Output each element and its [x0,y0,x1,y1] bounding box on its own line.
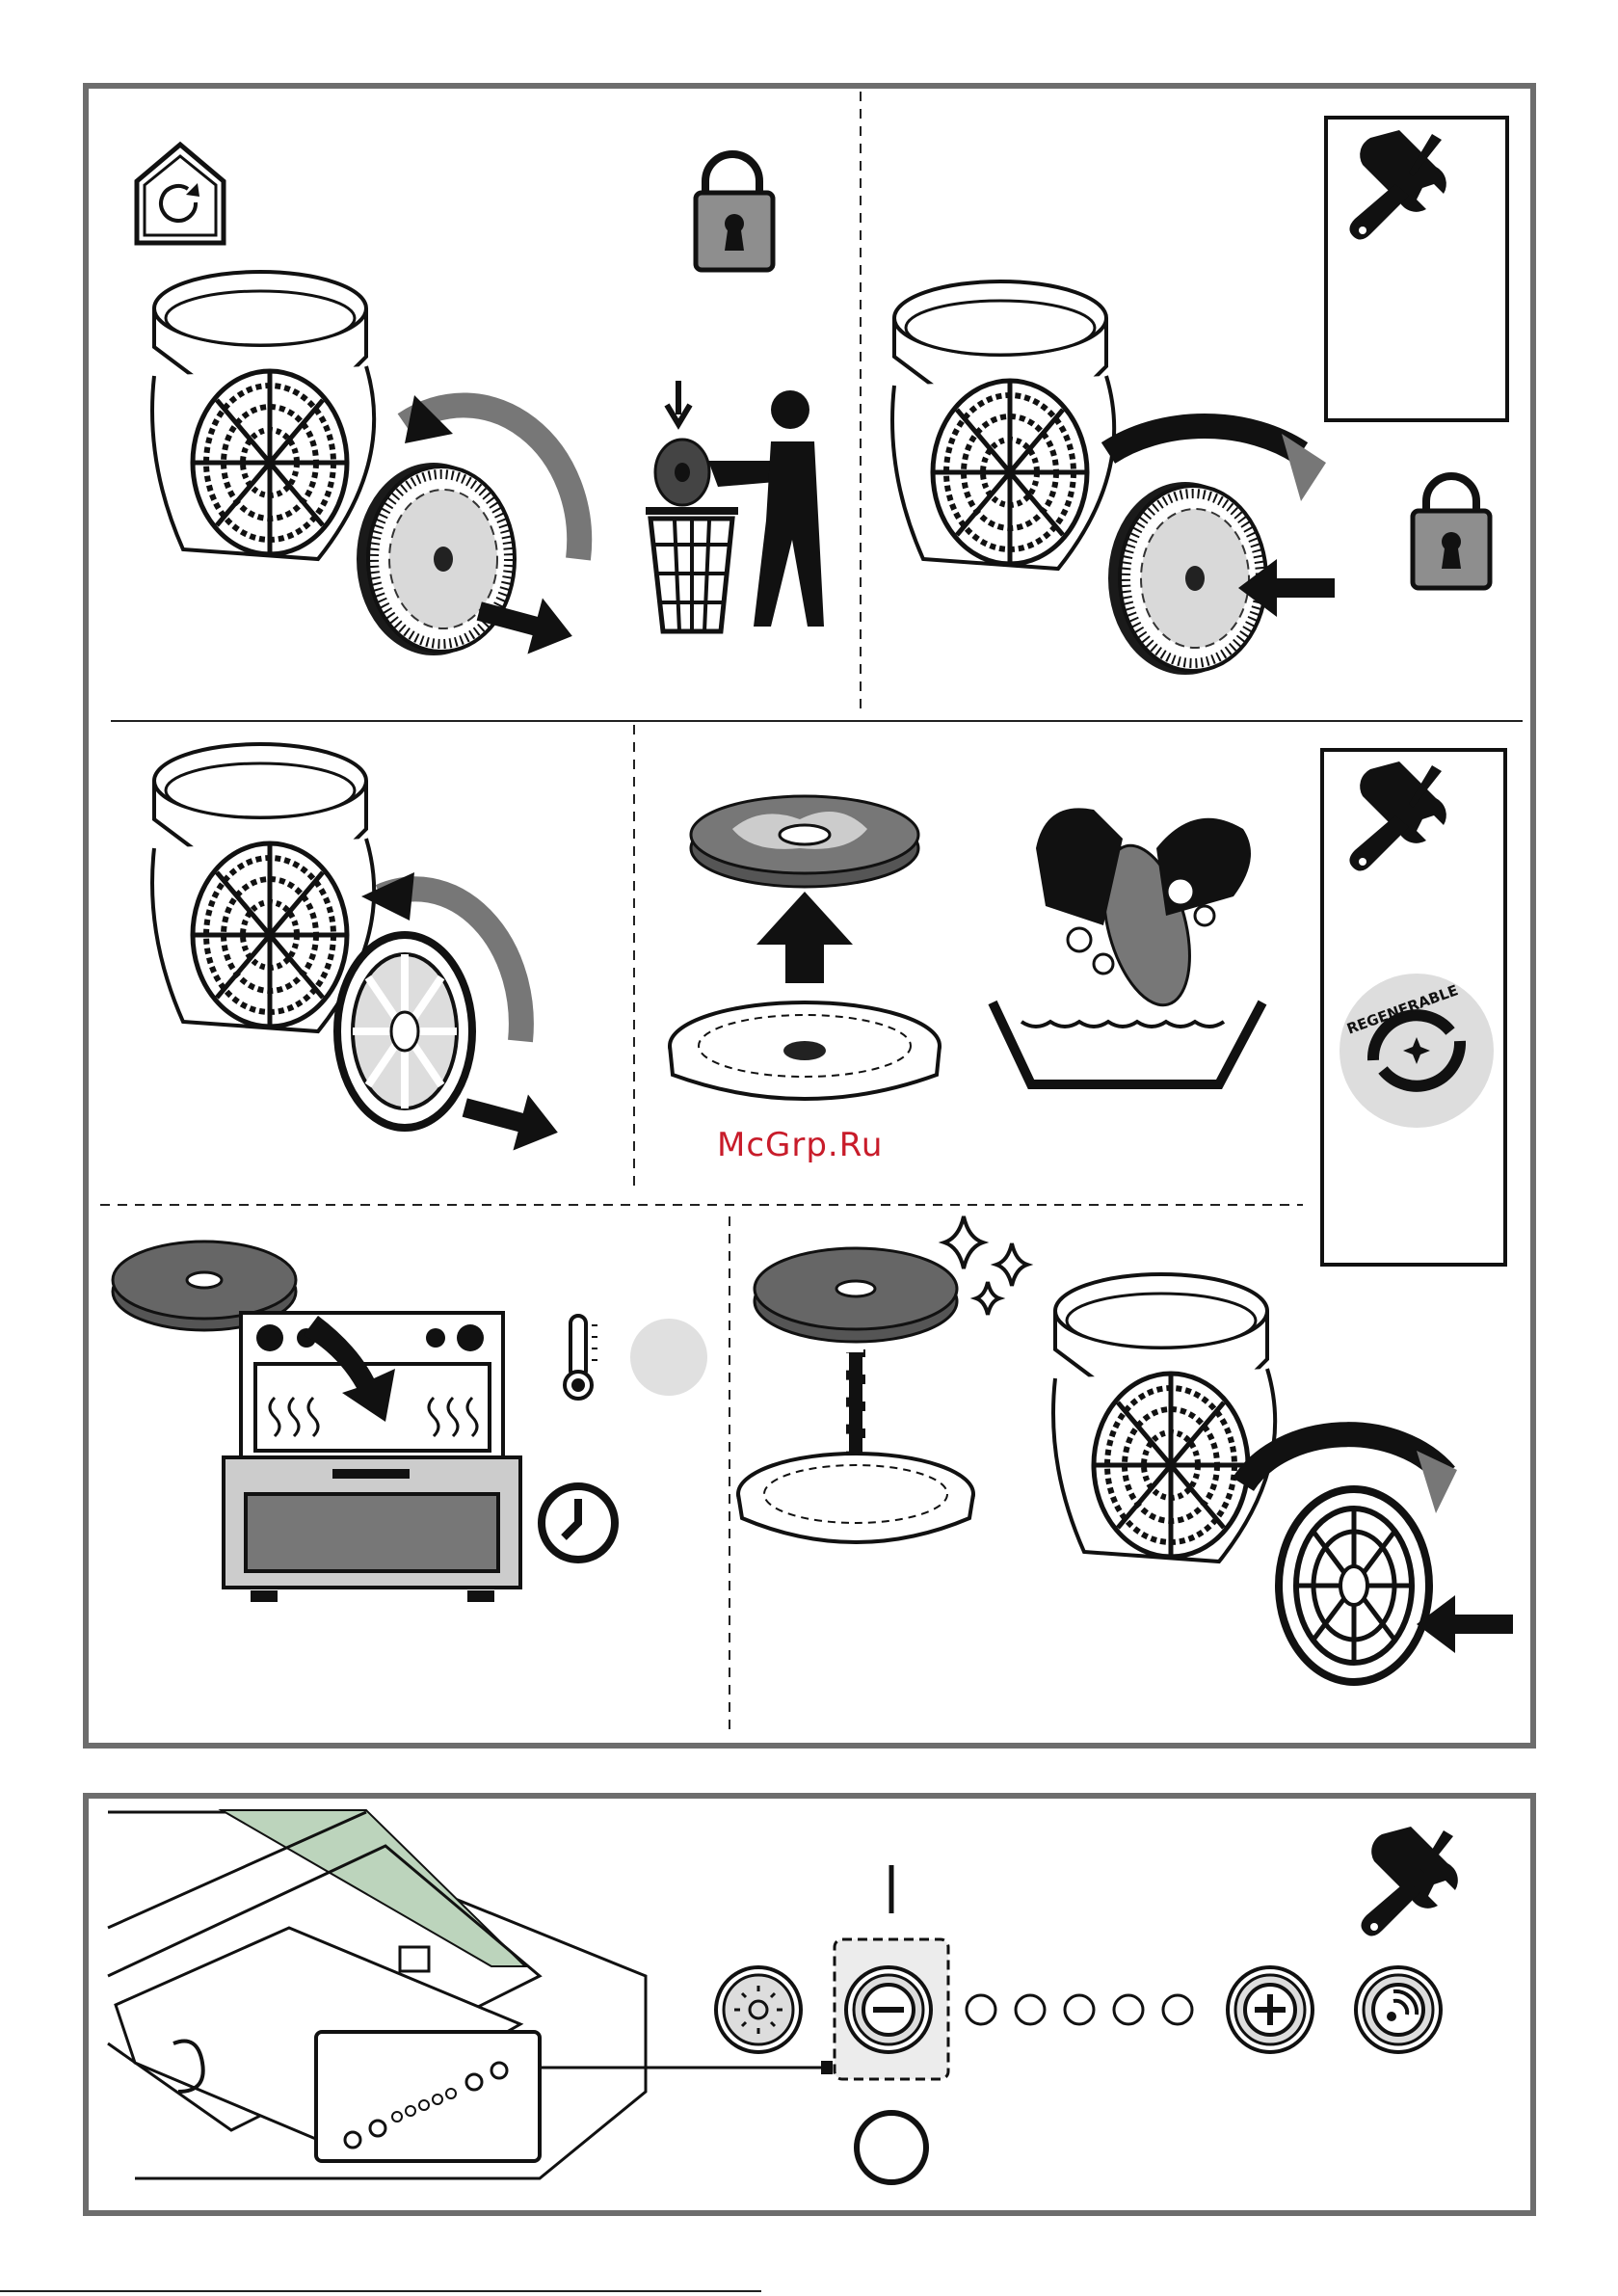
home-refresh-icon [137,145,224,243]
hand-wash-icon [993,808,1262,1084]
filter-disc [755,1248,957,1342]
temperature-value-marker [630,1319,707,1396]
footer-rule [0,2290,761,2292]
regenerable-filter [337,935,472,1128]
filter-tray [738,1454,973,1542]
leader-dot [821,2061,833,2074]
level-indicator [1114,1995,1143,2024]
thermometer-icon [565,1316,597,1399]
saturated-filter [357,463,515,655]
up-arrow [756,892,853,983]
circle-mark [857,2113,926,2182]
fan-unit-illustration [152,272,374,559]
light-button[interactable] [716,1967,801,2052]
trash-bin-disposal-icon [646,381,824,631]
level-indicator [967,1995,995,2024]
unlocked-padlock-icon [696,154,773,270]
filter-disc [691,796,918,887]
control-panel-zoom [316,2032,540,2161]
new-filter [1108,482,1266,675]
locked-padlock-icon [1413,476,1490,588]
plus-button[interactable] [1228,1967,1313,2052]
level-indicator [1065,1995,1094,2024]
filter-tray [670,1002,940,1099]
pull-arrow [457,1080,565,1161]
level-indicator [1163,1995,1192,2024]
level-indicators [967,1995,1192,2024]
fan-unit-illustration [892,281,1114,569]
regenerable-badge-icon: REGENERABLE [1339,974,1494,1128]
minus-button[interactable] [846,1967,931,2052]
reset-button[interactable] [1356,1967,1441,2052]
fan-unit-illustration [1053,1274,1275,1562]
oven-icon [224,1313,520,1602]
regenerable-filter [1279,1489,1429,1682]
level-indicator [1016,1995,1045,2024]
watermark: McGrp.Ru [717,1126,883,1164]
clock-icon [542,1486,615,1560]
rotate-arrow [1108,426,1301,453]
rotate-arrow [1243,1434,1446,1484]
tools-icon [1361,1827,1457,1936]
